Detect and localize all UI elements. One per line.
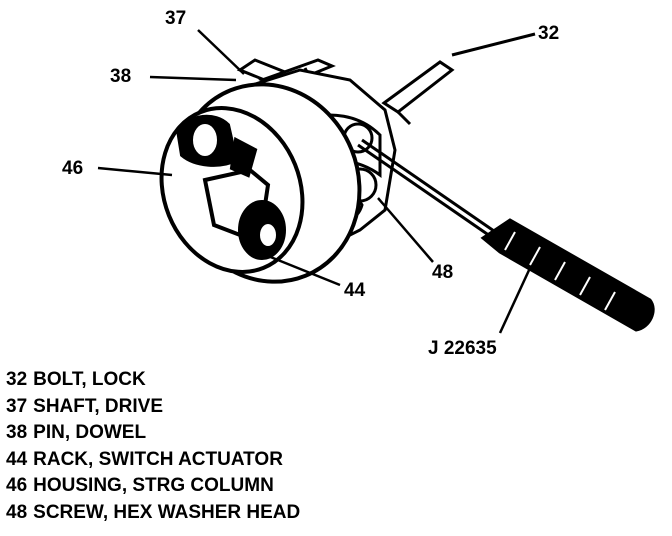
leader-lines [97,29,532,334]
legend-text: SHAFT, DRIVE [33,395,163,417]
callout-tool-j22635: J 22635 [428,338,497,359]
legend-number: 44 [6,448,28,470]
legend-number: 46 [6,475,28,496]
leader-line-48 [377,197,434,263]
legend-text: HOUSING, STRG COLUMN [33,475,274,496]
callout-46: 46 [62,158,83,179]
housing-ring-drawing [159,82,362,284]
leader-line-46 [97,166,173,177]
callout-48: 48 [432,262,453,283]
callout-38: 38 [110,66,131,87]
legend-number: 38 [6,422,28,443]
leader-line-38 [149,75,237,82]
legend-text: PIN, DOWEL [33,422,147,443]
leader-line-44 [267,254,341,287]
leader-line-tool [498,267,532,334]
callout-44: 44 [344,280,366,301]
callout-37: 37 [165,8,186,29]
legend-text: BOLT, LOCK [33,369,146,390]
legend-number: 48 [6,501,28,523]
legend-text: SCREW, HEX WASHER HEAD [33,501,301,523]
legend-number: 37 [6,395,28,417]
callout-32: 32 [538,23,559,44]
leader-line-37 [197,29,245,75]
legend-text: RACK, SWITCH ACTUATOR [33,448,283,470]
screwdriver-tool-drawing [357,138,655,332]
legend-number: 32 [6,369,28,390]
lock-bolt-drawing [381,32,536,126]
